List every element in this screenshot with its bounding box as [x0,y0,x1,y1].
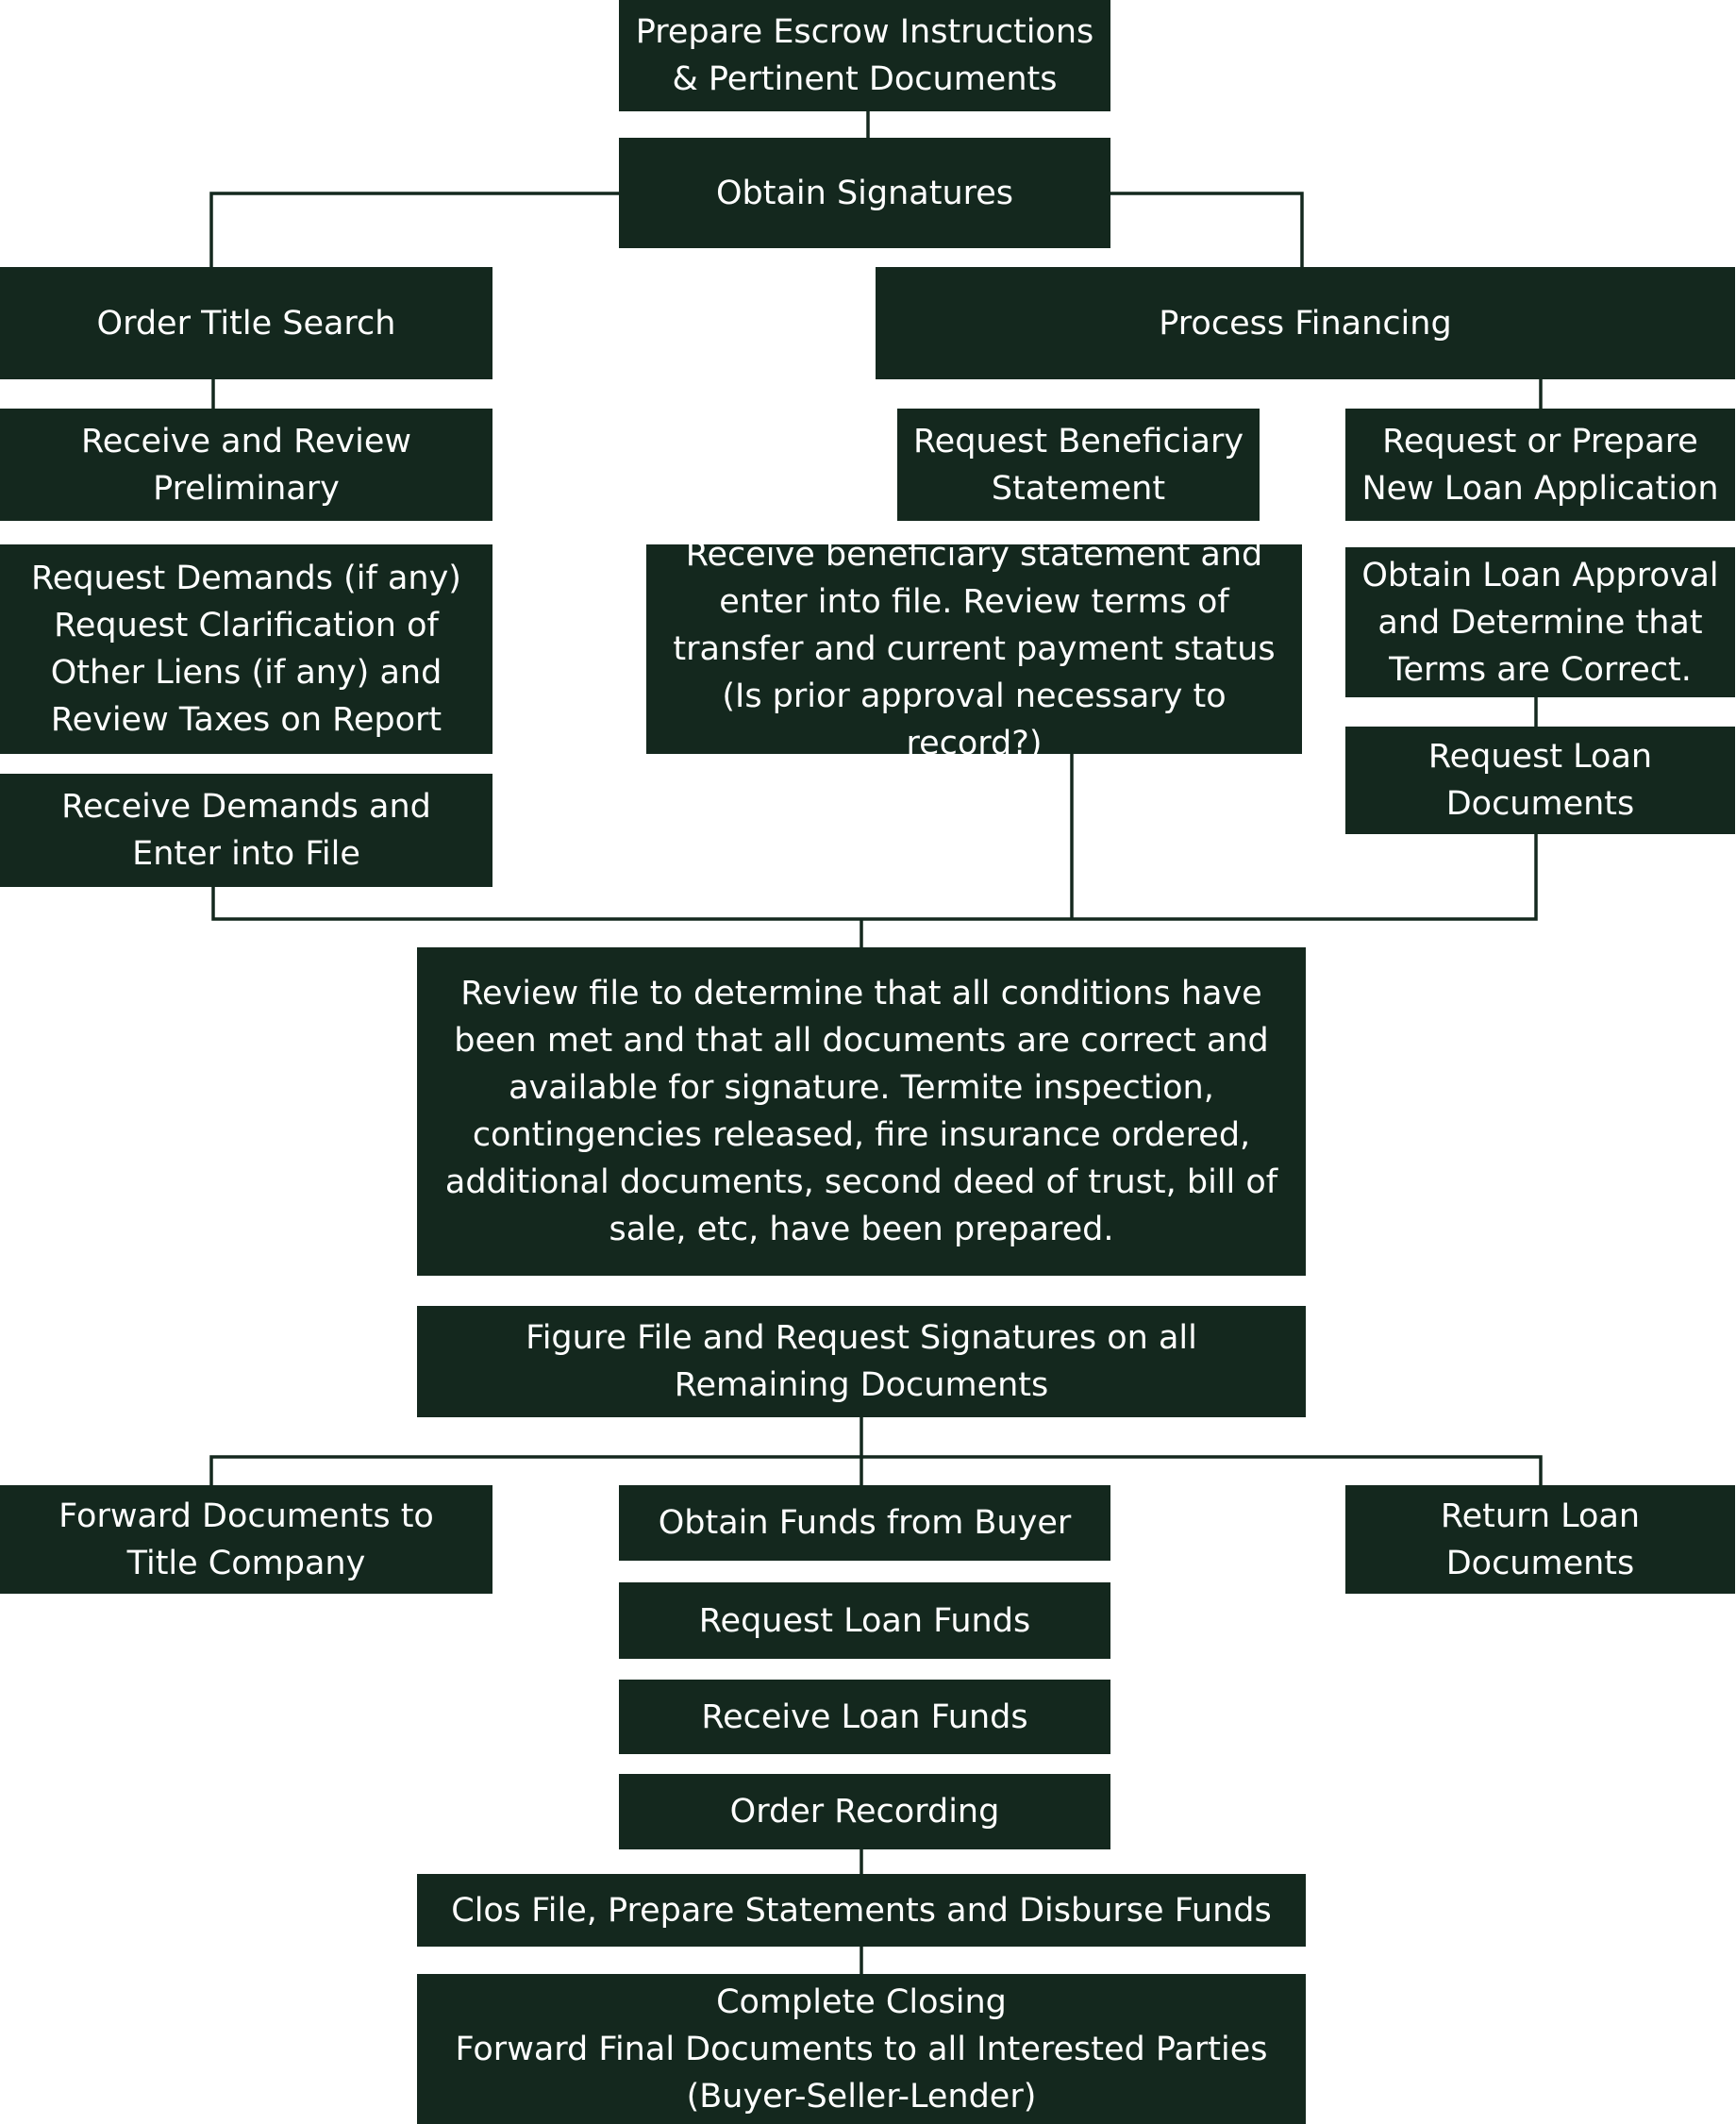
step-request-new-loan-application: Request or Prepare New Loan Application [1345,409,1735,521]
connector-demands-to-merge [211,834,1538,921]
connector-signatures-to-financing [1110,192,1304,267]
connector-figure-to-branches [209,1417,863,1485]
step-receive-demands: Receive Demands and Enter into File [0,774,492,887]
step-receive-loan-funds: Receive Loan Funds [619,1680,1110,1754]
step-request-beneficiary-statement: Request Beneficiary Statement [897,409,1260,521]
step-obtain-loan-approval: Obtain Loan Approval and Determine that … [1345,547,1735,697]
step-prepare-escrow-instructions: Prepare Escrow Instructions & Pertinent … [619,0,1110,111]
step-order-title-search: Order Title Search [0,267,492,379]
step-review-file: Review file to determine that all condit… [417,947,1306,1276]
step-request-loan-documents: Request Loan Documents [1345,727,1735,834]
connector-signatures-to-title [209,192,619,267]
step-process-financing: Process Financing [876,267,1735,379]
step-close-file: Clos File, Prepare Statements and Disbur… [417,1874,1306,1947]
step-figure-file: Figure File and Request Signatures on al… [417,1306,1306,1417]
step-receive-review-preliminary: Receive and Review Preliminary [0,409,492,521]
step-order-recording: Order Recording [619,1774,1110,1849]
step-return-loan-documents: Return Loan Documents [1345,1485,1735,1594]
step-request-loan-funds: Request Loan Funds [619,1582,1110,1659]
connector-figure-to-return [861,1455,1543,1485]
step-complete-closing: Complete Closing Forward Final Documents… [417,1974,1306,2124]
step-obtain-funds-from-buyer: Obtain Funds from Buyer [619,1485,1110,1561]
step-obtain-signatures: Obtain Signatures [619,138,1110,248]
step-receive-beneficiary-statement: Receive beneficiary statement and enter … [646,536,1302,762]
step-request-demands: Request Demands (if any) Request Clarifi… [0,544,492,754]
step-forward-documents-title-company: Forward Documents to Title Company [0,1485,492,1594]
